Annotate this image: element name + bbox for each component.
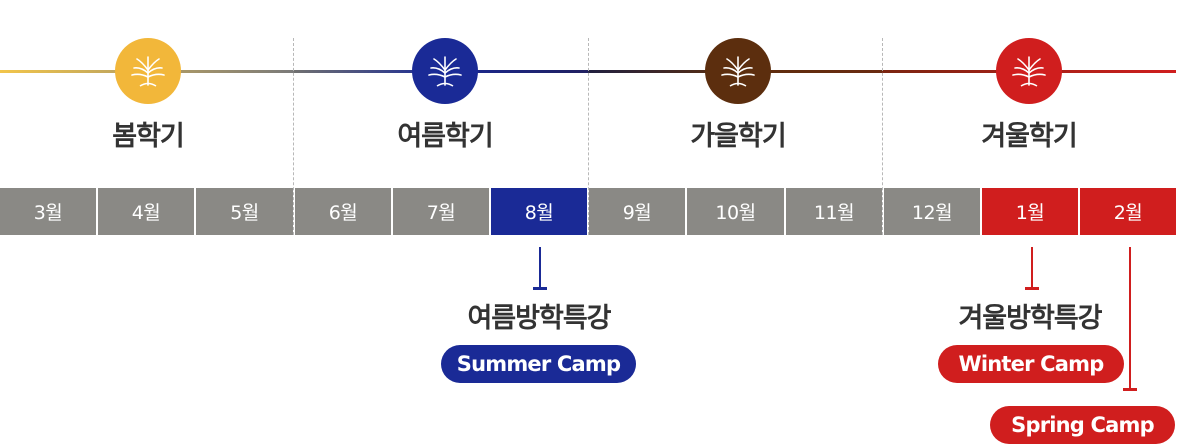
month-cell: 11월 bbox=[786, 188, 882, 235]
month-cell: 4월 bbox=[98, 188, 194, 235]
month-cell: 6월 bbox=[295, 188, 391, 235]
season-divider bbox=[293, 38, 294, 235]
season-label-summer: 여름학기 bbox=[397, 121, 493, 152]
summer-event-title: 여름방학특강 bbox=[467, 303, 611, 334]
month-cell: 5월 bbox=[196, 188, 293, 235]
season-circle-autumn bbox=[705, 38, 771, 104]
season-circle-spring bbox=[115, 38, 181, 104]
spring-camp-badge: Spring Camp bbox=[990, 406, 1175, 444]
season-label-winter: 겨울학기 bbox=[981, 121, 1077, 152]
month-cell: 7월 bbox=[393, 188, 489, 235]
season-label-autumn: 가을학기 bbox=[690, 121, 786, 152]
winter-connector-end bbox=[1025, 287, 1039, 290]
winter-camp-badge: Winter Camp bbox=[938, 345, 1124, 383]
month-cell-highlight: 1월 bbox=[982, 188, 1078, 235]
season-label-spring: 봄학기 bbox=[112, 121, 185, 152]
season-circle-winter bbox=[996, 38, 1062, 104]
spring-connector bbox=[1129, 247, 1131, 390]
month-cell: 10월 bbox=[687, 188, 784, 235]
month-cell: 12월 bbox=[884, 188, 980, 235]
winter-event-title: 겨울방학특강 bbox=[958, 303, 1102, 334]
month-cell: 3월 bbox=[0, 188, 96, 235]
spring-connector-end bbox=[1123, 388, 1137, 391]
summer-camp-badge: Summer Camp bbox=[441, 345, 636, 383]
month-cell-highlight: 8월 bbox=[491, 188, 587, 235]
summer-connector-end bbox=[533, 287, 547, 290]
tree-icon bbox=[131, 56, 165, 87]
tree-icon bbox=[721, 56, 755, 87]
tree-icon bbox=[1012, 56, 1046, 87]
season-circle-summer bbox=[412, 38, 478, 104]
season-divider bbox=[882, 38, 883, 235]
winter-connector bbox=[1031, 247, 1033, 289]
season-divider bbox=[588, 38, 589, 235]
tree-icon bbox=[428, 56, 462, 87]
month-cell: 9월 bbox=[589, 188, 685, 235]
month-bar: 3월 4월 5월 6월 7월 8월 9월 10월 11월 12월 1월 2월 bbox=[0, 188, 1182, 235]
month-cell-highlight: 2월 bbox=[1080, 188, 1176, 235]
summer-connector bbox=[539, 247, 541, 289]
